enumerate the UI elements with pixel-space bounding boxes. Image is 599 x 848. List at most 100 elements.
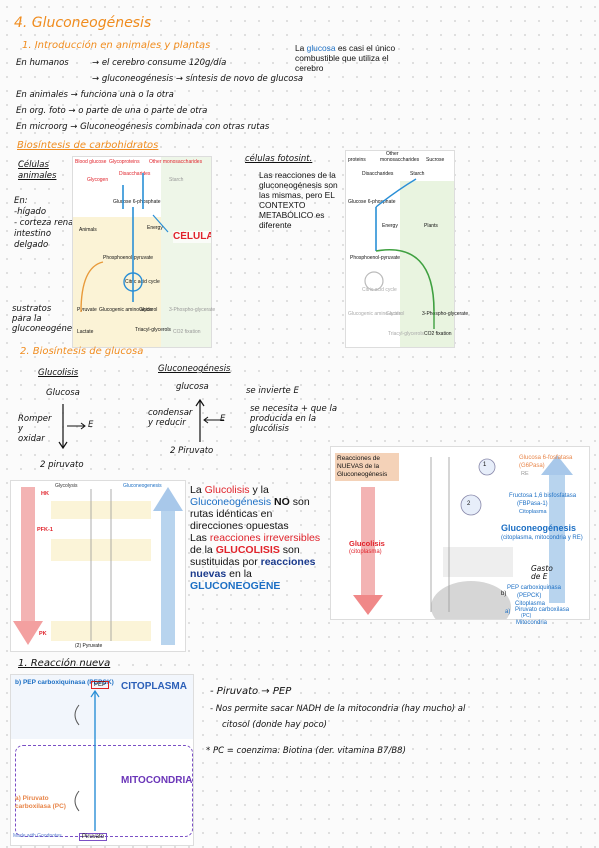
condensar-label: condensar y reducir [148, 408, 193, 428]
organ: - corteza renal e [14, 218, 84, 228]
se-necesita: se necesita + que la producida en la glu… [250, 404, 338, 434]
note-line: En humanos [16, 58, 69, 68]
diagram-label: Glucose 6-phosphate [113, 199, 161, 205]
note-line: En microorg → Gluconeogénesis combinada … [16, 122, 270, 132]
sustratos-label: sustratos para la gluconeogénesis [12, 304, 84, 334]
pfk-label: PFK-1 [37, 527, 53, 533]
step-a-marker: a) [505, 609, 511, 615]
plants-region [161, 157, 211, 347]
glycolysis-gluconeo-pathway: Glycolysis Gluconeogenesis HK PFK-1 PK (… [10, 480, 186, 652]
glucolisis-comparison-text: La Glucolisis y la Gluconeogénesis NO so… [190, 484, 321, 592]
diagram-label: Disaccharides [362, 171, 394, 177]
piruvato-box: Piruvato [79, 833, 108, 841]
diagram-label: Pyruvate [77, 307, 97, 313]
pepck-location: Citoplasma [515, 601, 546, 607]
diagram-label: Sucrose [426, 157, 445, 163]
diagram-label: Glycerol [386, 311, 405, 317]
celulas-animales-overlay: CÉLULAS ANIMALES [173, 231, 211, 243]
pyruvate-label: (2) Pyruvate [75, 643, 103, 649]
gluconeogenesis-label: Gluconeogenesis [123, 483, 162, 489]
e-left: E [88, 420, 94, 430]
romper-label: Romper y oxidar [18, 414, 52, 444]
diagram-label: Glucogenic amino acids [99, 307, 153, 313]
g6pasa-abbr: (G6Pasa) [519, 463, 545, 469]
se-invierte: se invierte E [246, 386, 299, 396]
diagram-label: Triacyl-glycerols [388, 331, 424, 337]
diagram-label: Glucose 6-phosphate [348, 199, 396, 205]
intro-heading: 1. Introducción en animales y plantas [22, 40, 211, 51]
diagram-label: Other monosaccharides [149, 159, 203, 165]
note-line: citosol (donde hay poco) [222, 720, 328, 730]
nuevas-reacciones-diagram: Reacciones de NUEVAS de la Gluconeogénes… [330, 446, 590, 620]
organ: delgado [14, 240, 49, 250]
reaccion-nueva-diagram: b) PEP carboxiquinasa (PEPCK) CITOPLASMA… [10, 674, 194, 846]
gluconeo-location: (citoplasma, mitocondria y RE) [501, 535, 583, 541]
diagram-label: Triacyl-glycerols [135, 327, 171, 333]
glucosa-right: glucosa [176, 382, 209, 392]
diagram-label: Animals [79, 227, 97, 233]
pc-label: Piruvato carboxilasa [515, 607, 570, 613]
fbpasa-label: Fructosa 1,6 bisfosfatasa [509, 493, 577, 499]
note-line: - Piruvato → PEP [210, 686, 292, 697]
diagram-label: Glycoproteins [109, 159, 140, 165]
gasto-e-note: Gasto de E [531, 564, 553, 581]
pepck-title: b) PEP carboxiquinasa (PEPCK) [15, 679, 114, 686]
glucolisis-label: Glucolisis [38, 368, 79, 378]
glycolysis-label: Glycolysis [55, 483, 78, 489]
made-with-label: Made with Goodnotes [13, 833, 62, 839]
re-label: RE [521, 471, 529, 477]
diagram-label: Glucogenic amino acids [348, 311, 402, 317]
celulas-animales-label: Células animales [18, 160, 57, 181]
diagram-label: Starch [169, 177, 184, 183]
pc-abbr: (PC) [521, 613, 532, 619]
e-right: E [220, 414, 226, 424]
plant-pathway-arrows [364, 178, 435, 329]
diagram-label: 3-Phospho-glycerate [422, 311, 469, 317]
celulas-foto-label: células fotosint. [245, 154, 313, 164]
diagram-label: Other [386, 151, 399, 157]
mitocondria-region [15, 745, 193, 837]
reacciones-nuevas-label: Reacciones de NUEVAS de la Gluconeogénes… [335, 453, 399, 481]
biosintesis-glucosa-heading: 2. Biosíntesis de glucosa [20, 346, 144, 357]
glucolisis-arrow [58, 404, 86, 450]
nuevas-arrows [353, 455, 573, 619]
reaccion-nueva-heading: 1. Reacción nueva [18, 658, 111, 669]
diagram-label: monosaccharides [380, 157, 420, 163]
glucolisis-location: (citoplasma) [349, 549, 382, 555]
diagram-label: CO2 fixation [424, 331, 452, 337]
animal-pathway-arrows [80, 173, 169, 313]
plant-biosynthesis-diagram: Other proteins monosaccharides Sucrose D… [345, 150, 468, 348]
fbpasa-abbr: (FBPasa-1) [517, 501, 548, 507]
citoplasma-region [11, 675, 193, 739]
note-line: * PC = coenzima: Biotina (der. vitamina … [206, 746, 406, 756]
diagram-label: Blood glucose [75, 159, 107, 165]
note-line: En animales → funciona una o la otra [16, 90, 174, 100]
step-2-marker: 2 [467, 501, 471, 507]
pathway-arrows [13, 487, 183, 645]
diagram-label: 3-Phospho-glycerate [169, 307, 216, 313]
en-label: En: [14, 196, 28, 206]
mitocondria-title: MITOCONDRIA [121, 775, 193, 786]
note-line: - Nos permite sacar NADH de la mitocondr… [210, 704, 466, 714]
pc-location: Mitocondria [516, 620, 548, 626]
pepck-abbr: (PEPCK) [517, 593, 542, 599]
diagram-label: Phosphoenol-pyruvate [350, 255, 401, 261]
diagram-label: Glycerol [139, 307, 158, 313]
note-line: → gluconeogénesis → síntesis de novo de … [92, 74, 304, 84]
glucolisis-title: Glucolisis [349, 539, 385, 548]
gluconeo-title: Gluconeogénesis [501, 523, 577, 533]
diagram-label: Starch [410, 171, 425, 177]
pep-box: PEP [91, 681, 110, 689]
diagram-label: Energy [147, 225, 163, 231]
diagram-label: Phosphoenol-pyruvate [103, 255, 154, 261]
diagram-label: Citric acid cycle [362, 287, 397, 293]
diagram-label: proteins [348, 157, 366, 163]
diagram-label: Plants [424, 223, 438, 229]
glucosa-left: Glucosa [46, 388, 80, 398]
biosintesis-heading: Biosíntesis de carbohidratos [17, 140, 159, 151]
reaccion-arrows [74, 689, 100, 831]
animal-biosynthesis-diagram: Blood glucose Glycoproteins Disaccharide… [72, 156, 216, 348]
diagram-label: Lactate [77, 329, 94, 335]
diagram-label: CO2 fixation [173, 329, 201, 335]
gluconeo-arrow [195, 398, 224, 442]
